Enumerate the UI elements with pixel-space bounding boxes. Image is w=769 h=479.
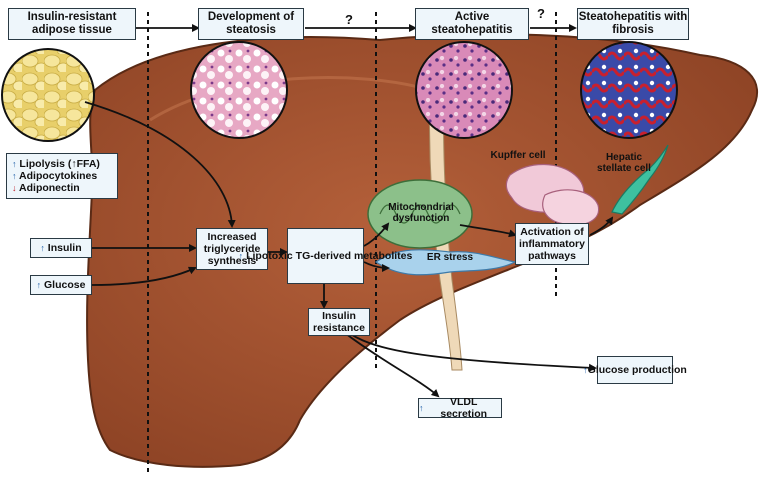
mitochondrion-illustration	[367, 179, 473, 249]
effect-adipocytokines: ↑ Adipocytokines	[12, 170, 98, 182]
lipotoxic-metabolites-box: ↑ Lipotoxic TG-derived metabolites	[239, 228, 412, 284]
up-arrow-icon: ↑	[12, 171, 17, 181]
kupffer-cell-label: Kupffer cell	[490, 150, 546, 161]
question-mark-1: ?	[345, 12, 353, 27]
inflammatory-pathways-box: Activation of inflammatory pathways	[515, 223, 589, 265]
liver-highlight	[149, 76, 431, 122]
stage-steatohepatitis-fibrosis: Steatohepatitis with fibrosis	[577, 8, 689, 40]
steatosis-histology-image	[190, 41, 288, 139]
adipose-effects-box: ↑ Lipolysis (↑FFA) ↑ Adipocytokines ↓ Ad…	[6, 153, 118, 199]
stage-steatosis: Development of steatosis	[198, 8, 304, 40]
up-arrow-icon: ↑	[12, 159, 17, 169]
up-arrow-icon: ↑	[419, 403, 424, 413]
insulin-resistance-box: Insulin resistance	[308, 308, 370, 336]
steatohepatitis-histology-image	[415, 41, 513, 139]
insulin-input-box: ↑ Insulin	[30, 238, 92, 258]
stage-adipose-tissue: Insulin-resistant adipose tissue	[8, 8, 136, 40]
down-arrow-icon: ↓	[12, 183, 17, 193]
effect-adiponectin: ↓ Adiponectin	[12, 182, 80, 194]
up-arrow-icon: ↑	[40, 243, 45, 253]
hepatic-stellate-cell-label: Hepatic stellate cell	[597, 152, 651, 174]
fibrosis-histology-image	[580, 41, 678, 139]
question-mark-2: ?	[537, 6, 545, 21]
mitochondrial-dysfunction-label: Mitochondrial dysfunction	[388, 202, 454, 224]
adipose-tissue-image	[1, 48, 95, 142]
glucose-input-box: ↑ Glucose	[30, 275, 92, 295]
kupffer-cell-illustration	[505, 163, 600, 226]
glucose-production-box: ↑Glucose production	[583, 356, 687, 384]
up-arrow-icon: ↑	[36, 280, 42, 290]
triglyceride-synthesis-box: Increased triglyceride synthesis	[196, 228, 268, 270]
vldl-secretion-box: ↑ VLDL secretion	[418, 396, 502, 420]
flow-arrows	[84, 24, 614, 398]
up-arrow-icon: ↑	[238, 251, 244, 261]
stage-active-steatohepatitis: Active steatohepatitis	[415, 8, 529, 40]
stellate-cell-illustration	[611, 144, 669, 215]
up-arrow-icon: ↑	[583, 365, 588, 375]
effect-lipolysis: ↑ Lipolysis (↑FFA)	[12, 158, 100, 170]
er-stress-label: ER stress	[426, 252, 474, 263]
